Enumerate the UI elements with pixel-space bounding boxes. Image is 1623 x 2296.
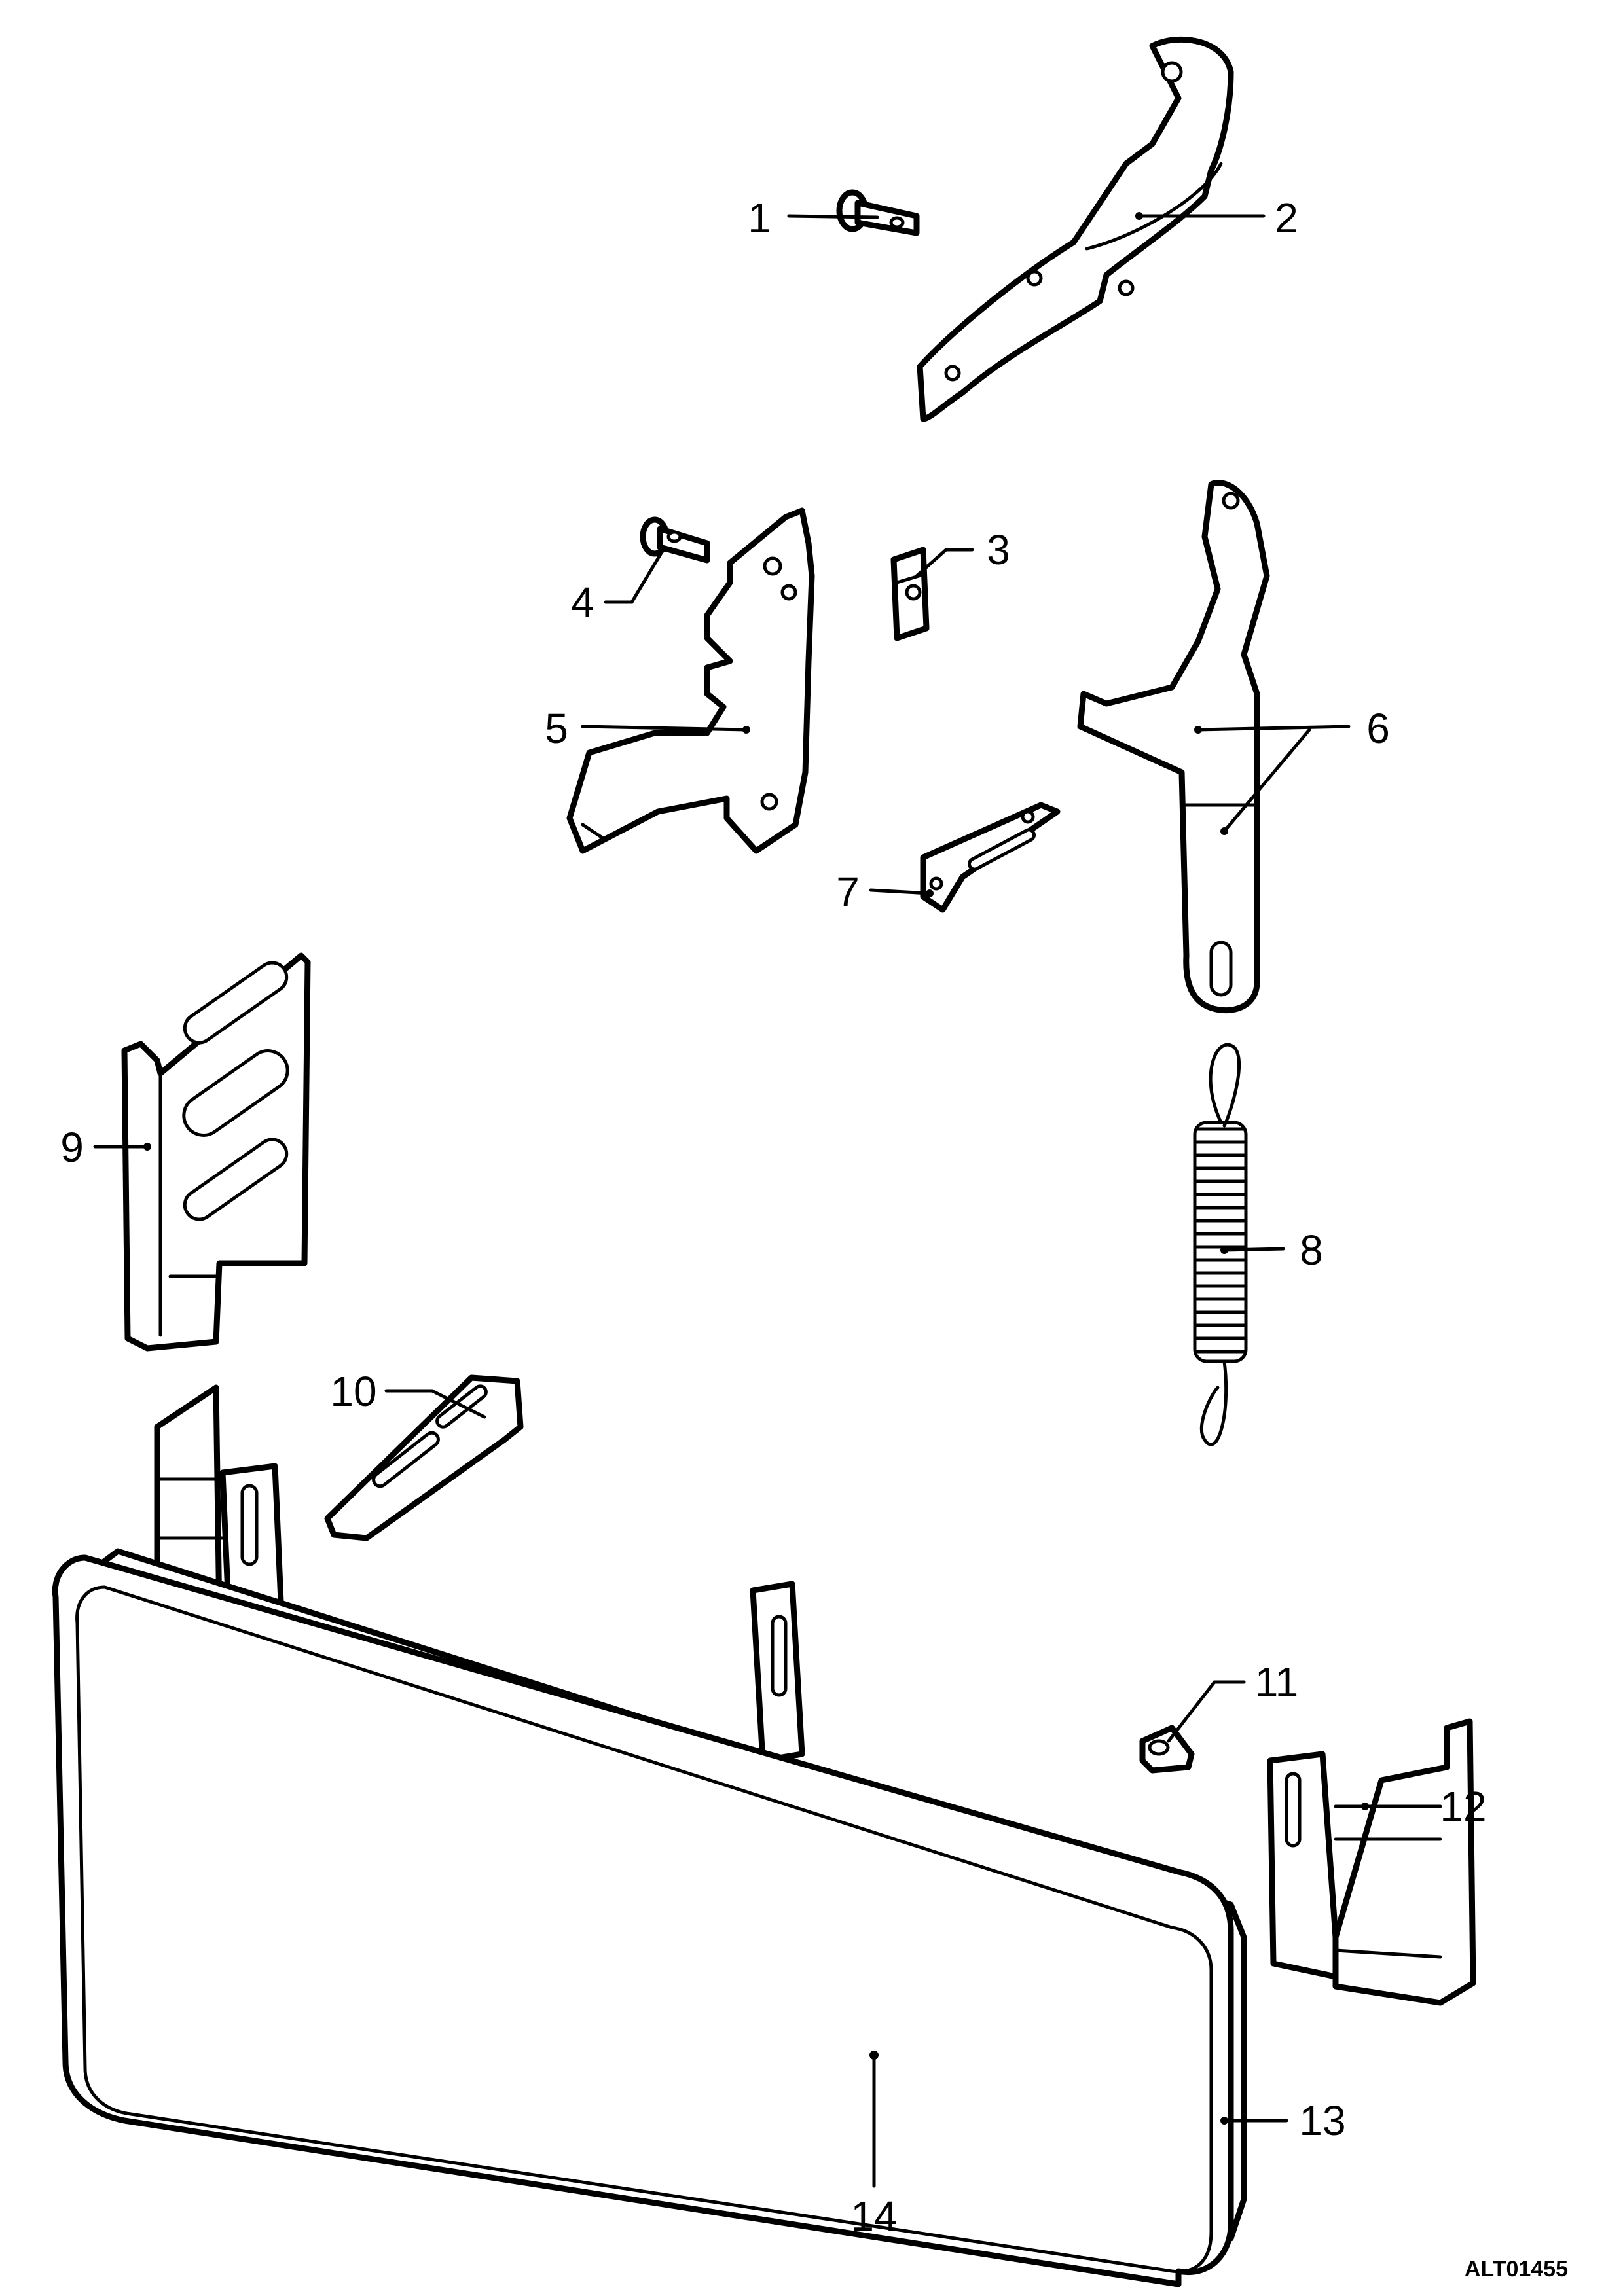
callout-6: 6 [1366,705,1390,752]
callout-5: 5 [545,705,568,752]
part-4-shoulder-bolt [640,516,710,564]
callout-12: 12 [1440,1783,1486,1830]
callout-9: 9 [60,1124,84,1171]
spring-coils [1193,1121,1248,1363]
leader-8 [1222,1247,1285,1252]
leader-dots [143,212,1369,2125]
part-9-side-frame [121,952,311,1352]
callout-11: 11 [1255,1659,1298,1706]
leader-6b [1222,728,1311,833]
leader-3 [915,548,974,578]
part-12-end-bracket [1267,1718,1476,2006]
leader-1 [787,214,879,219]
callout-13: 13 [1299,2097,1345,2144]
callout-labels: 1 2 3 4 5 6 7 8 9 10 11 12 13 14 [60,194,1486,2240]
figure-id: ALT01455 [1465,2257,1568,2282]
leader-11 [1167,1680,1246,1743]
leader-7 [869,888,932,895]
callout-4: 4 [571,579,594,626]
callout-8: 8 [1300,1227,1323,1274]
part-14-cover-panel [52,1554,1234,2287]
part-1-shoulder-bolt [836,189,920,236]
part-2-hinge-bracket [917,36,1234,422]
part-5-latch-plate [566,507,815,854]
leader-4 [604,551,663,604]
part-6-hinge-arm [1077,480,1270,1014]
leader-6a [1196,725,1351,732]
callout-7: 7 [836,869,860,916]
part-8-spring [1193,1043,1248,1446]
leader-lines [93,214,1426,2188]
callout-3: 3 [987,526,1010,573]
part-7-angle-bracket [920,802,1061,913]
leader-10 [384,1389,486,1419]
part-3-clip [890,547,930,641]
part-13-rear-uprights [154,1384,805,1764]
callout-2: 2 [1275,194,1298,242]
callout-1: 1 [748,194,771,242]
part-11-clip [1139,1725,1195,1774]
callout-14: 14 [850,2193,897,2240]
leader-5 [581,725,748,732]
callout-10: 10 [330,1368,376,1415]
